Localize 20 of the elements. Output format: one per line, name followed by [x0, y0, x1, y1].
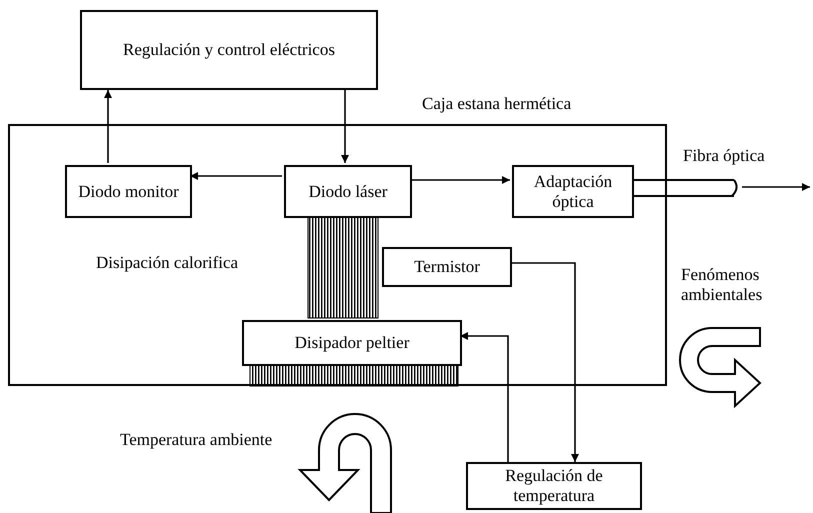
- process-box: Disipador peltier: [242, 320, 462, 366]
- arrow: [510, 262, 579, 462]
- box-heading: Caja estana hermética: [422, 94, 572, 114]
- arrow: [460, 332, 509, 462]
- text-label: Temperatura ambiente: [120, 430, 274, 450]
- process-box: Regulación y control eléctricos: [80, 10, 378, 90]
- fiber-label: Fibra óptica: [683, 146, 765, 166]
- arrow: [190, 172, 282, 180]
- text-label: Disipación calorifica: [96, 253, 240, 274]
- arrow: [742, 183, 810, 191]
- optical-fiber-drawing: [632, 180, 740, 196]
- arrow: [410, 176, 510, 184]
- arrow: [341, 90, 349, 163]
- arrow: [104, 90, 112, 163]
- process-box: Diodo láser: [284, 165, 412, 218]
- text-label: Fenómenos ambientales: [681, 265, 764, 306]
- process-box: Diodo monitor: [65, 165, 192, 218]
- process-box: Regulación de temperatura: [466, 462, 642, 510]
- process-box: Adaptación óptica: [512, 165, 634, 218]
- process-box: Termistor: [382, 247, 512, 287]
